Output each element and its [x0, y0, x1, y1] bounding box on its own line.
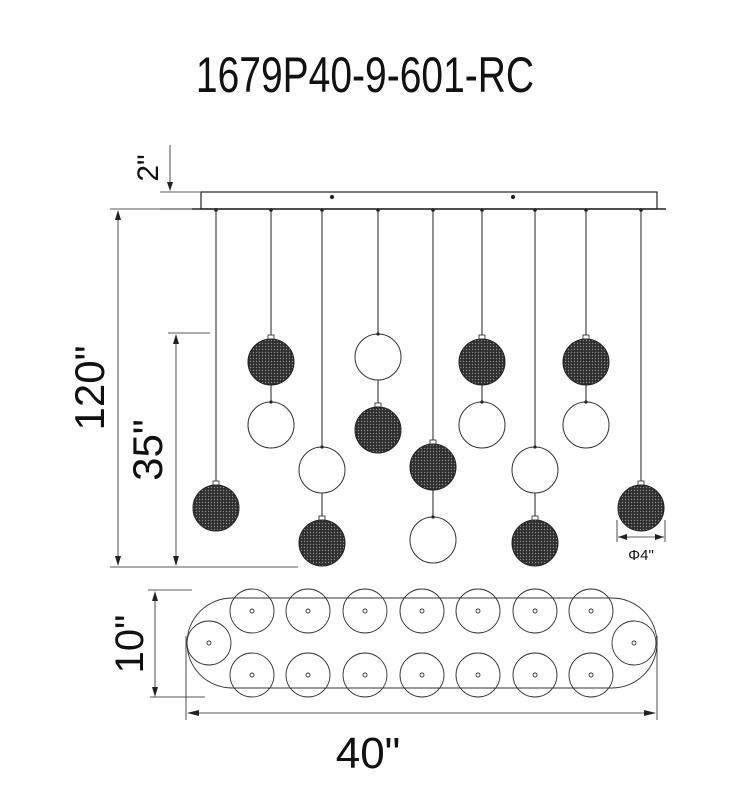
overall-height-label: 120" — [66, 346, 113, 431]
globe-socket — [320, 445, 324, 449]
canopy-drop-dimension — [160, 145, 200, 210]
mesh-globe — [409, 443, 457, 491]
globe-socket — [480, 400, 484, 404]
cord-mount — [584, 208, 588, 212]
pendant — [511, 208, 559, 567]
globe-footprint — [455, 652, 501, 698]
cord-mount — [269, 208, 273, 212]
globe-span-label: 35" — [124, 419, 171, 481]
globe-footprint — [568, 588, 614, 634]
globe-footprint — [186, 620, 232, 666]
globe-footprint — [568, 652, 614, 698]
cord-mount — [214, 208, 218, 212]
globe-footprint — [229, 652, 275, 698]
pendant — [617, 208, 665, 532]
depth-dimension — [148, 589, 205, 698]
pendants — [192, 208, 665, 567]
clear-globe — [247, 401, 295, 449]
globe-socket — [533, 445, 537, 449]
clear-globe — [511, 446, 559, 494]
globe-center-mark — [362, 608, 368, 614]
globe-footprint — [342, 588, 388, 634]
globe-center-mark — [249, 608, 255, 614]
globe-center-mark — [419, 672, 425, 678]
clear-globe — [354, 333, 402, 381]
cord-mount — [533, 208, 537, 212]
cord-mount — [431, 208, 435, 212]
globe-center-mark — [588, 608, 594, 614]
cord-mount — [376, 208, 380, 212]
globe-footprint — [229, 588, 275, 634]
pendant — [354, 208, 402, 454]
canopy-drop-label: 2" — [132, 154, 165, 181]
globe-socket — [584, 400, 588, 404]
globe-footprint — [512, 652, 558, 698]
globe-footprint — [611, 620, 657, 666]
globe-footprint — [342, 652, 388, 698]
globe-socket — [269, 400, 273, 404]
globe-footprint — [285, 588, 331, 634]
globe-center-mark — [532, 672, 538, 678]
bottom-view — [186, 588, 658, 698]
mesh-globe — [458, 338, 506, 386]
globe-center-mark — [475, 608, 481, 614]
globe-footprint — [285, 652, 331, 698]
mesh-globe — [247, 338, 295, 386]
globe-footprint — [399, 652, 445, 698]
length-label: 40" — [336, 729, 401, 778]
mesh-globe — [192, 484, 240, 532]
globe-center-mark — [206, 640, 212, 646]
pendant — [247, 208, 295, 449]
globe-footprint — [512, 588, 558, 634]
globe-center-mark — [475, 672, 481, 678]
pendant — [298, 208, 346, 567]
globe-center-mark — [305, 608, 311, 614]
canopy — [192, 191, 666, 210]
pendant — [192, 208, 240, 532]
length-dimension — [185, 636, 658, 720]
globe-footprint — [455, 588, 501, 634]
overall-height-dimension — [110, 208, 298, 568]
mesh-globe — [354, 406, 402, 454]
cord-mount — [639, 208, 643, 212]
globe-center-mark — [532, 608, 538, 614]
mesh-globe — [562, 338, 610, 386]
globe-center-mark — [362, 672, 368, 678]
clear-globe — [458, 401, 506, 449]
globe-span-dimension — [168, 332, 210, 566]
globe-center-mark — [305, 672, 311, 678]
globe-center-mark — [588, 672, 594, 678]
globe-center-mark — [419, 608, 425, 614]
clear-globe — [562, 401, 610, 449]
cord-mount — [320, 208, 324, 212]
mesh-globe — [298, 519, 346, 567]
globe-center-mark — [249, 672, 255, 678]
mesh-globe — [511, 519, 559, 567]
globe-socket — [376, 332, 380, 336]
globe-center-mark — [631, 640, 637, 646]
globe-footprint — [399, 588, 445, 634]
clear-globe — [298, 446, 346, 494]
pendant — [458, 208, 506, 449]
cord-mount — [480, 208, 484, 212]
pendant — [562, 208, 610, 449]
pendant — [409, 208, 457, 564]
mesh-globe — [617, 484, 665, 532]
depth-label: 10" — [108, 615, 152, 674]
globe-diameter-label: Φ4" — [628, 547, 654, 564]
model-title: 1679P40-9-601-RC — [196, 46, 534, 103]
clear-globe — [409, 516, 457, 564]
globe-diameter-dimension — [616, 520, 666, 542]
globe-socket — [431, 515, 435, 519]
